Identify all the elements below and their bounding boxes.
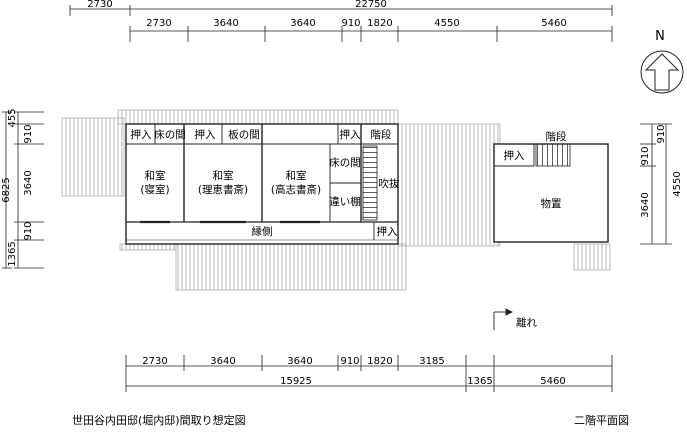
caption-floor: 二階平面図 — [574, 413, 629, 427]
room-oshiire-1: 押入 — [131, 128, 152, 141]
room-washitsu-3: 和室 — [286, 169, 307, 182]
room-tokonoma-2: 床の間 — [329, 156, 361, 169]
label-hanare: 離れ — [516, 316, 537, 329]
room-kaidan-main: 階段 — [371, 128, 392, 141]
main-stairs — [362, 145, 378, 221]
bottom-dim-seg-6: 3185 — [419, 356, 444, 367]
top-dim-seg-1: 2730 — [146, 18, 171, 29]
right-dim-1: 910 — [656, 124, 667, 143]
top-dim-seg-4: 910 — [341, 18, 360, 29]
bottom-dim-seg-4: 910 — [340, 356, 359, 367]
room-oshiire-3: 押入 — [340, 128, 361, 141]
bottom-dim-seg-1: 2730 — [142, 356, 167, 367]
room-oshiire-4: 押入 — [377, 225, 398, 238]
left-dimension-lines — [2, 111, 44, 269]
bottom-dim-seg-2: 3640 — [210, 356, 235, 367]
room-tokonoma-1: 床の間 — [154, 128, 186, 141]
room-washitsu-1: 和室 — [145, 169, 166, 182]
left-dim-4: 910 — [23, 221, 34, 240]
left-dim-total: 6825 — [1, 177, 12, 202]
room-shinshitsu: (寝室) — [140, 183, 169, 196]
main-house — [125, 123, 399, 245]
bottom-dim-right: 5460 — [540, 376, 565, 387]
left-dim-3: 3640 — [23, 170, 34, 195]
bottom-dim-seg-3: 3640 — [287, 356, 312, 367]
room-kaidan-annex: 階段 — [546, 130, 567, 143]
room-chigaidana: 違い棚 — [329, 195, 361, 208]
hanare-marker — [493, 308, 514, 330]
top-dim-seg-6: 4550 — [434, 18, 459, 29]
room-takashi-shosai: (高志書斎) — [271, 183, 321, 196]
right-dimension-lines — [640, 123, 672, 245]
room-oshiire-annex: 押入 — [504, 149, 525, 162]
room-monooki: 物置 — [541, 197, 562, 210]
right-dim-4: 4550 — [672, 171, 683, 196]
north-label: N — [655, 29, 665, 44]
left-dim-2: 910 — [23, 124, 34, 143]
roof-hatching — [61, 109, 611, 291]
north-arrow: N — [640, 29, 684, 94]
room-fukinuke: 吹抜 — [379, 177, 400, 190]
room-rie-shosai: (理恵書斎) — [198, 183, 248, 196]
room-oshiire-2: 押入 — [195, 128, 216, 141]
bottom-dimension-lines — [125, 355, 613, 392]
caption-title: 世田谷内田邸(堀内邸)間取り想定図 — [72, 413, 246, 427]
room-itanoma: 板の間 — [228, 128, 260, 141]
top-dim-seg-7: 5460 — [541, 18, 566, 29]
room-engawa: 縁側 — [252, 225, 273, 238]
top-dim-seg-3: 3640 — [290, 18, 315, 29]
top-dim-total: 22750 — [355, 0, 387, 10]
bottom-dim-gap: 1365 — [467, 376, 492, 387]
top-dimension-lines — [69, 5, 613, 42]
top-dim-seg-2: 3640 — [213, 18, 238, 29]
top-dim-offset: 2730 — [87, 0, 112, 10]
right-dim-3: 3640 — [640, 192, 651, 217]
annex-stairs — [535, 143, 571, 167]
right-dim-2: 910 — [640, 146, 651, 165]
left-dim-5: 1365 — [7, 241, 18, 266]
room-washitsu-2: 和室 — [213, 169, 234, 182]
bottom-dim-total: 15925 — [280, 376, 312, 387]
left-dim-1: 455 — [7, 108, 18, 127]
top-dim-seg-5: 1820 — [367, 18, 392, 29]
bottom-dim-seg-5: 1820 — [367, 356, 392, 367]
